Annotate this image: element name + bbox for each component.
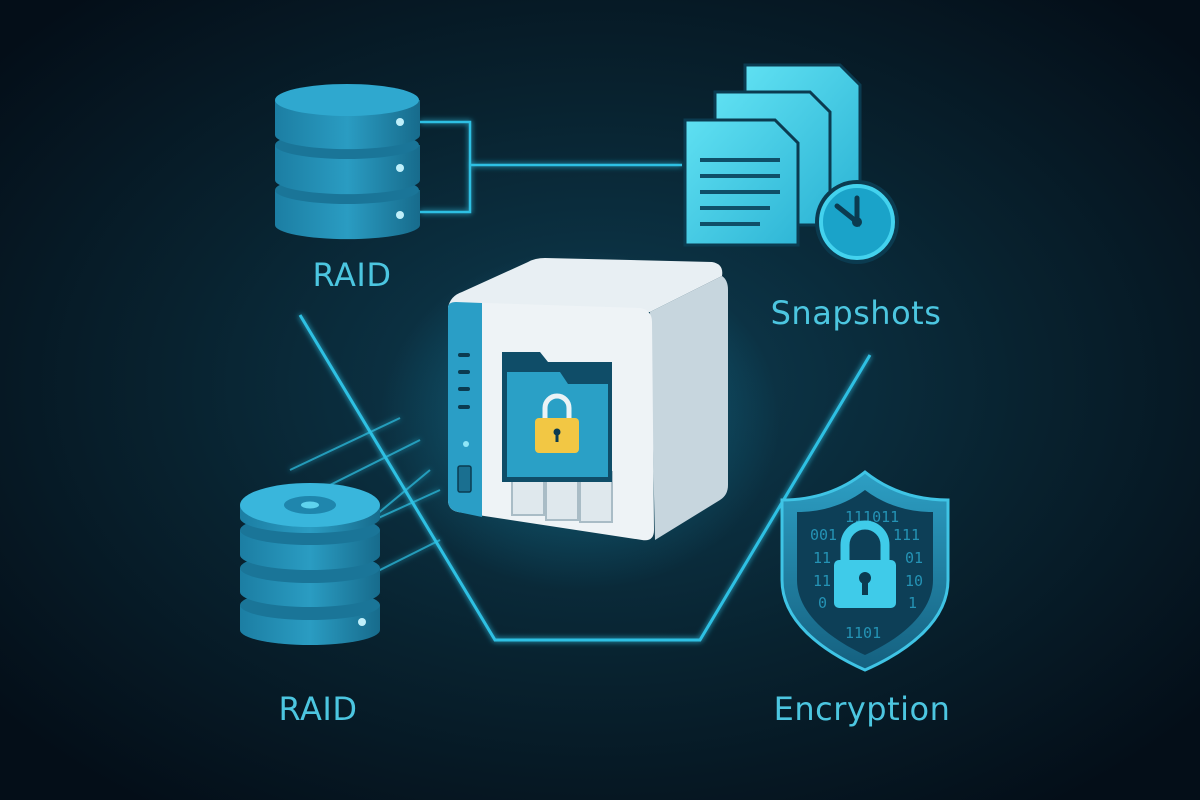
svg-text:1: 1 [908, 594, 917, 612]
binary-digits: 111011 001 111 11 01 11 10 0 1 1101 [810, 508, 923, 642]
svg-text:0: 0 [818, 594, 827, 612]
document-icon [683, 118, 800, 247]
label-encryption: Encryption [773, 690, 951, 728]
shield-lock-icon: 111011 001 111 11 01 11 10 0 1 1101 [780, 470, 950, 672]
svg-text:10: 10 [905, 572, 923, 590]
documents-clock-icon [683, 63, 899, 264]
disk-stack-icon [240, 483, 380, 645]
nas-device-icon [380, 250, 780, 590]
padlock-icon [834, 520, 896, 608]
locked-folder-icon [502, 352, 612, 482]
svg-text:11: 11 [813, 549, 831, 567]
connector-bracket [420, 120, 472, 214]
svg-text:1101: 1101 [845, 624, 881, 642]
label-raid-top: RAID [312, 256, 392, 294]
padlock-icon [535, 393, 579, 453]
clock-icon [815, 180, 899, 264]
svg-text:11: 11 [813, 572, 831, 590]
svg-text:001: 001 [810, 526, 837, 544]
label-raid-bottom: RAID [278, 690, 358, 728]
label-snapshots: Snapshots [770, 294, 942, 332]
svg-text:01: 01 [905, 549, 923, 567]
database-stack-icon [275, 84, 420, 240]
svg-text:111: 111 [893, 526, 920, 544]
